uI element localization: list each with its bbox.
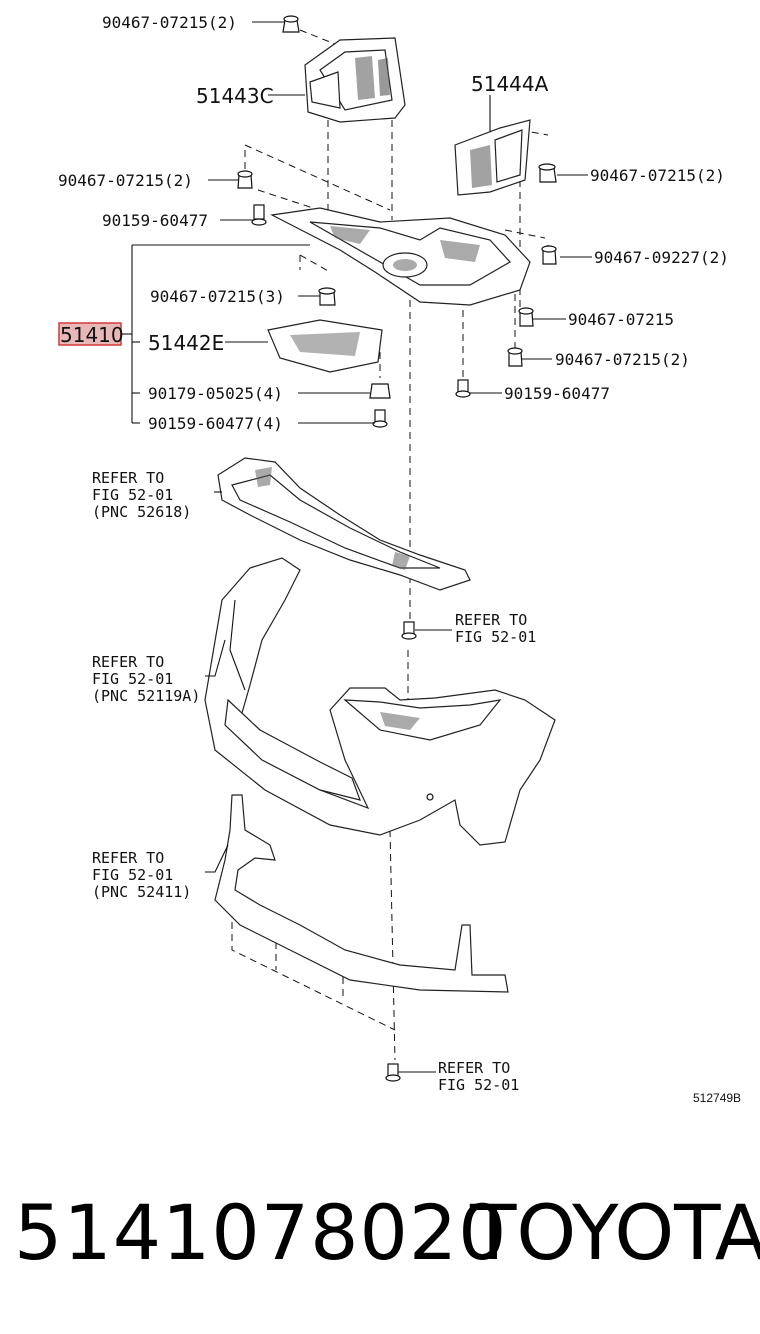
clip-icon[interactable] (541, 245, 557, 265)
label-clip-90467-07215[interactable]: 90467-07215 (568, 310, 674, 329)
refer-line: (PNC 52119A) (92, 687, 200, 705)
bumper-cover[interactable] (204, 557, 556, 846)
bolt-icon[interactable] (455, 379, 471, 398)
part-number: 5141078020 (14, 1188, 508, 1277)
fasteners (237, 15, 557, 1082)
clip-icon[interactable] (318, 287, 336, 306)
refer-line: REFER TO (92, 849, 164, 867)
bumper-absorber[interactable] (217, 457, 471, 591)
bolt-icon[interactable] (401, 621, 417, 640)
refer-line: FIG 52-01 (438, 1076, 519, 1094)
refer-label-52618[interactable]: REFER TO FIG 52-01 (PNC 52618) (92, 469, 191, 521)
bolt-icon[interactable] (251, 204, 267, 226)
refer-line: (PNC 52411) (92, 883, 191, 901)
label-nut-90179-05025[interactable]: 90179-05025(4) (148, 384, 283, 403)
label-clip-90467-07215[interactable]: 90467-07215(2) (555, 350, 690, 369)
part-51442e-cover[interactable] (267, 319, 383, 373)
label-51444a[interactable]: 51444A (471, 72, 549, 96)
lower-spoiler[interactable] (214, 794, 509, 993)
refer-label-52411[interactable]: REFER TO FIG 52-01 (PNC 52411) (92, 849, 191, 901)
clip-icon[interactable] (282, 15, 300, 33)
nut-icon[interactable] (369, 383, 391, 399)
highlight-box (58, 322, 122, 346)
part-labels: 90467-07215(2) 51443C 51444A 90467-07215… (58, 13, 729, 433)
clip-icon[interactable] (518, 307, 534, 327)
clip-icon[interactable] (538, 163, 557, 183)
refer-line: REFER TO (438, 1059, 510, 1077)
label-51410-assembly[interactable]: 51410 (60, 323, 124, 347)
label-clip-90467-07215[interactable]: 90467-07215(2) (590, 166, 725, 185)
bolt-icon[interactable] (385, 1063, 401, 1082)
label-clip-90467-07215[interactable]: 90467-07215(3) (150, 287, 285, 306)
refer-label-fig-52-01[interactable]: REFER TO FIG 52-01 (438, 1059, 519, 1094)
bolt-icon[interactable] (372, 409, 388, 428)
exploded-parts-diagram: 90467-07215(2) 51443C 51444A 90467-07215… (58, 13, 741, 1105)
refer-line: FIG 52-01 (455, 628, 536, 646)
refer-line: REFER TO (92, 469, 164, 487)
label-bolt-90159-60477-4[interactable]: 90159-60477(4) (148, 414, 283, 433)
part-51443c-shield[interactable] (304, 37, 406, 123)
diagram-id: 512749B (693, 1091, 741, 1105)
label-clip-90467-07215[interactable]: 90467-07215(2) (58, 171, 193, 190)
refer-label-52119a[interactable]: REFER TO FIG 52-01 (PNC 52119A) (92, 653, 200, 705)
label-bolt-90159-60477[interactable]: 90159-60477 (504, 384, 610, 403)
label-clip-90467-07215[interactable]: 90467-07215(2) (102, 13, 237, 32)
refer-line: (PNC 52618) (92, 503, 191, 521)
refer-label-fig-52-01[interactable]: REFER TO FIG 52-01 (455, 611, 536, 646)
refer-line: FIG 52-01 (92, 670, 173, 688)
clip-icon[interactable] (507, 347, 523, 367)
label-bolt-90159-60477[interactable]: 90159-60477 (102, 211, 208, 230)
footer: 5141078020 TOYOTA (0, 1180, 760, 1290)
refer-line: FIG 52-01 (92, 486, 173, 504)
label-clip-90467-09227[interactable]: 90467-09227(2) (594, 248, 729, 267)
label-51442e[interactable]: 51442E (148, 331, 224, 355)
refer-line: REFER TO (455, 611, 527, 629)
refer-line: REFER TO (92, 653, 164, 671)
refer-line: FIG 52-01 (92, 866, 173, 884)
clip-icon[interactable] (237, 170, 253, 189)
part-51410-under-cover[interactable] (270, 207, 531, 306)
part-51444a-shield[interactable] (454, 119, 531, 196)
label-51443c[interactable]: 51443C (196, 84, 274, 108)
leader-lines (122, 21, 592, 1073)
brand-name: TOYOTA (470, 1188, 760, 1277)
